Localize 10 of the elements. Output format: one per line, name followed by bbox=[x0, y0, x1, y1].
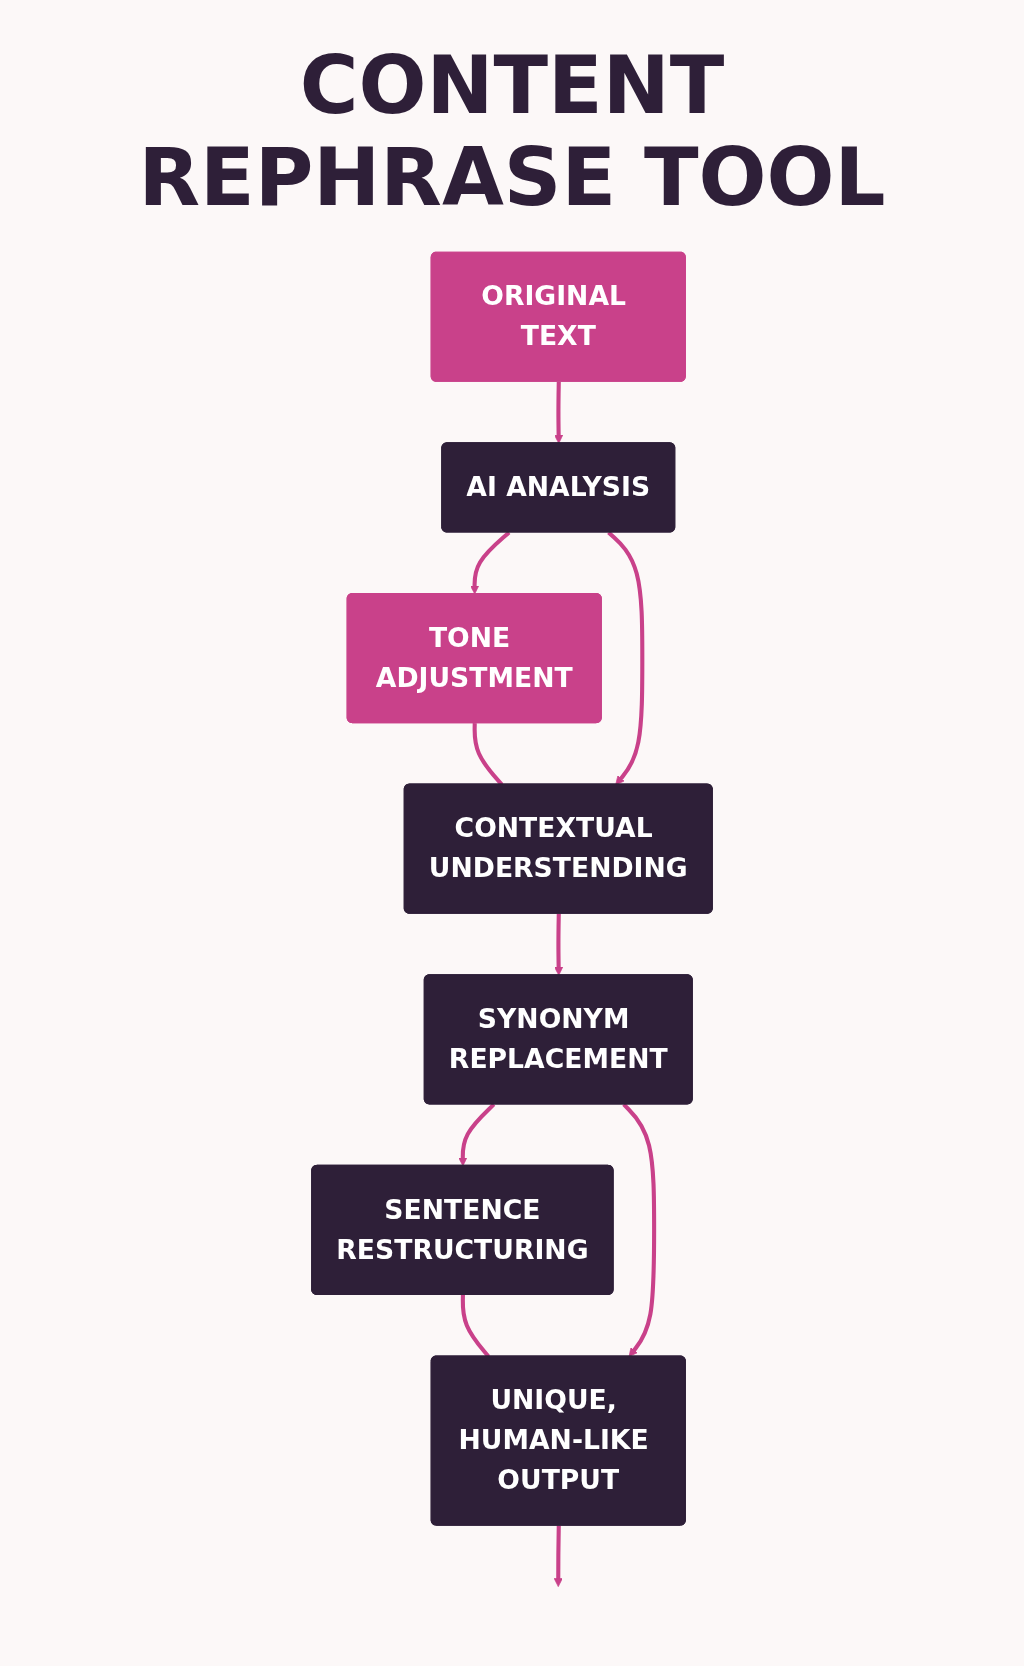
arrow bbox=[553, 1525, 563, 1587]
arrow bbox=[470, 530, 511, 595]
arrow bbox=[607, 531, 645, 786]
arrow bbox=[622, 1102, 657, 1357]
connector bbox=[460, 1295, 491, 1358]
arrow bbox=[554, 913, 564, 976]
arrow bbox=[554, 381, 564, 444]
arrow bbox=[458, 1102, 496, 1167]
connector bbox=[472, 723, 504, 786]
title: CONTENT REPHRASE TOOL bbox=[137, 40, 887, 224]
